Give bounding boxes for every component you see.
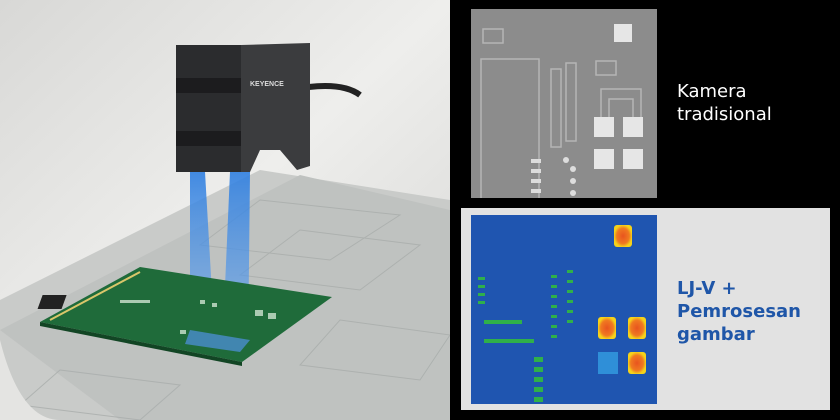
label-line: tradisional [677,104,772,125]
label-line: gambar [677,324,755,345]
laser-sensor-head: KEYENCE [176,43,362,172]
traditional-camera-image [471,9,657,200]
sensor-scene-illustration: KEYENCE [0,0,450,420]
ljv-height-map-image [471,215,657,404]
traditional-camera-label: Kamera tradisional [677,80,772,126]
ljv-label: LJ-V + Pemrosesan gambar [677,277,801,346]
label-line: LJ-V + [677,278,737,299]
keyence-logo: KEYENCE [250,81,284,88]
pcb-board [37,267,332,366]
label-line: Kamera [677,81,747,102]
label-line: Pemrosesan [677,301,801,322]
